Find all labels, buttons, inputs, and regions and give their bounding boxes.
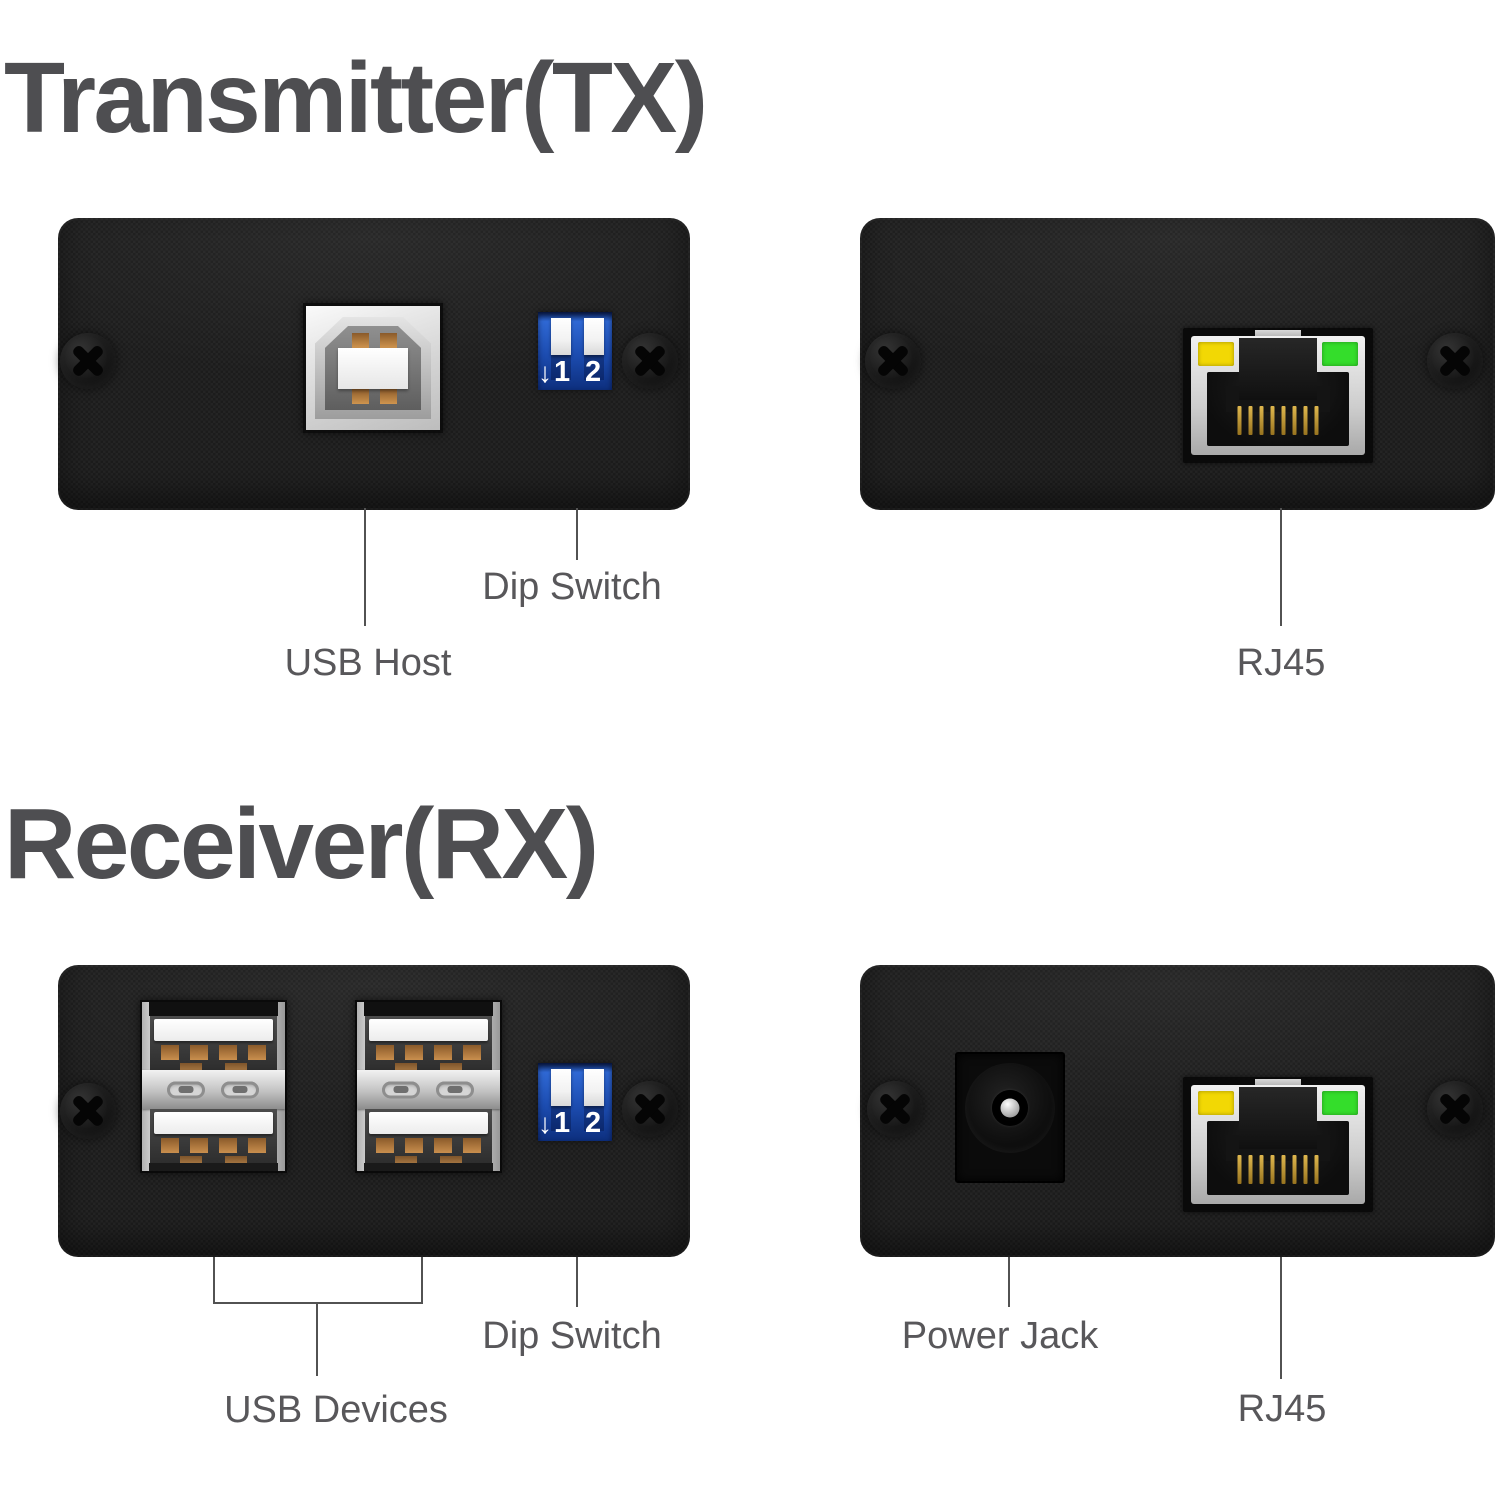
power-jack-hole — [992, 1090, 1028, 1126]
usb-b-tab — [338, 348, 408, 389]
usb-devices-bracket — [213, 1257, 423, 1304]
usb-a-port — [365, 1109, 492, 1166]
rx-dip-switch-label: Dip Switch — [482, 1315, 662, 1357]
leader-line-dip-switch — [576, 1257, 578, 1307]
screw-icon — [60, 1083, 116, 1139]
leader-line-rj45 — [1280, 508, 1282, 626]
screw-icon — [60, 333, 116, 389]
rj45-plug-body — [1239, 338, 1317, 400]
usb-a-port — [150, 1016, 277, 1073]
usb-a-port-stack-2 — [355, 1000, 502, 1173]
usb-contact — [352, 389, 369, 404]
screw-icon — [865, 333, 921, 389]
rx-power-jack-label: Power Jack — [901, 1315, 1099, 1357]
divider-slot — [382, 1081, 420, 1098]
usb-a-port — [150, 1109, 277, 1166]
usb-a-port-stack-1 — [140, 1000, 287, 1173]
usb-a-bottom-edge — [149, 1163, 278, 1171]
usb-a-tab — [154, 1112, 273, 1134]
usb-a-top-edge — [364, 1002, 493, 1016]
tx-rj45-label: RJ45 — [1236, 642, 1326, 684]
screw-icon — [1427, 333, 1483, 389]
usb-b-port — [303, 303, 443, 433]
dip-position-1-label: 1 — [554, 1107, 571, 1139]
usb-contacts-row — [156, 1156, 271, 1166]
power-jack-center-pin — [1000, 1098, 1020, 1118]
rx-usb-devices-label: USB Devices — [224, 1389, 448, 1431]
divider-slot — [436, 1081, 474, 1098]
usb-contacts-row — [371, 1045, 486, 1060]
dip-position-2-label: 2 — [585, 1107, 602, 1139]
led-yellow — [1198, 342, 1234, 366]
usb-contacts-row — [371, 1063, 486, 1073]
rj45-port — [1183, 328, 1373, 463]
usb-a-divider — [357, 1070, 500, 1109]
dip-position-1-label: 1 — [554, 356, 571, 388]
usb-contacts-row — [156, 1138, 271, 1153]
tx-front-panel: ↓ 1 2 — [58, 218, 690, 510]
rj45-metal-frame — [1191, 336, 1365, 455]
dip-switch: ↓ 1 2 — [538, 312, 612, 390]
dip-toggle-1 — [551, 318, 571, 355]
led-yellow — [1198, 1091, 1234, 1115]
power-jack-port — [955, 1052, 1065, 1183]
usb-contact — [380, 333, 397, 348]
usb-a-bottom-edge — [364, 1163, 493, 1171]
usb-contact — [380, 389, 397, 404]
receiver-heading: Receiver(RX) — [4, 788, 599, 900]
usb-contacts-row — [371, 1156, 486, 1166]
led-green — [1322, 1091, 1358, 1115]
screw-icon — [1427, 1081, 1483, 1137]
usb-a-divider — [142, 1070, 285, 1109]
dip-down-arrow-icon: ↓ — [538, 1108, 552, 1139]
divider-slot — [167, 1081, 205, 1098]
usb-a-tab — [369, 1112, 488, 1134]
usb-a-top-edge — [149, 1002, 278, 1016]
leader-line-power-jack — [1008, 1257, 1010, 1307]
leader-line-rj45 — [1280, 1257, 1282, 1379]
usb-contact — [352, 333, 369, 348]
rj45-port — [1183, 1077, 1373, 1212]
usb-a-tab — [369, 1019, 488, 1041]
rx-rear-panel — [860, 965, 1495, 1257]
leader-line-usb-host — [364, 508, 366, 626]
rj45-plug-body — [1239, 1087, 1317, 1149]
usb-contacts-row — [371, 1138, 486, 1153]
screw-icon — [622, 1081, 678, 1137]
dip-switch: ↓ 1 2 — [538, 1063, 612, 1141]
rx-front-panel: ↓ 1 2 — [58, 965, 690, 1257]
rj45-pins — [1237, 406, 1319, 435]
tx-rear-panel — [860, 218, 1495, 510]
rj45-metal-frame — [1191, 1085, 1365, 1204]
transmitter-heading: Transmitter(TX) — [4, 42, 708, 154]
dip-toggle-2 — [584, 318, 604, 355]
usb-a-tab — [154, 1019, 273, 1041]
tx-dip-switch-label: Dip Switch — [482, 566, 662, 608]
dip-position-2-label: 2 — [585, 356, 602, 388]
divider-slot — [221, 1081, 259, 1098]
screw-icon — [867, 1081, 923, 1137]
led-green — [1322, 342, 1358, 366]
leader-line-dip-switch — [576, 508, 578, 560]
power-jack-barrel — [965, 1063, 1055, 1153]
dip-down-arrow-icon: ↓ — [538, 357, 552, 388]
rj45-pins — [1237, 1155, 1319, 1184]
tx-usb-host-label: USB Host — [284, 642, 452, 684]
usb-a-port — [365, 1016, 492, 1073]
rx-rj45-label: RJ45 — [1237, 1388, 1327, 1430]
dip-toggle-1 — [551, 1069, 571, 1106]
usb-contacts-row — [156, 1045, 271, 1060]
usb-contacts-row — [156, 1063, 271, 1073]
dip-toggle-2 — [584, 1069, 604, 1106]
leader-line-usb-devices — [316, 1302, 318, 1376]
screw-icon — [622, 333, 678, 389]
